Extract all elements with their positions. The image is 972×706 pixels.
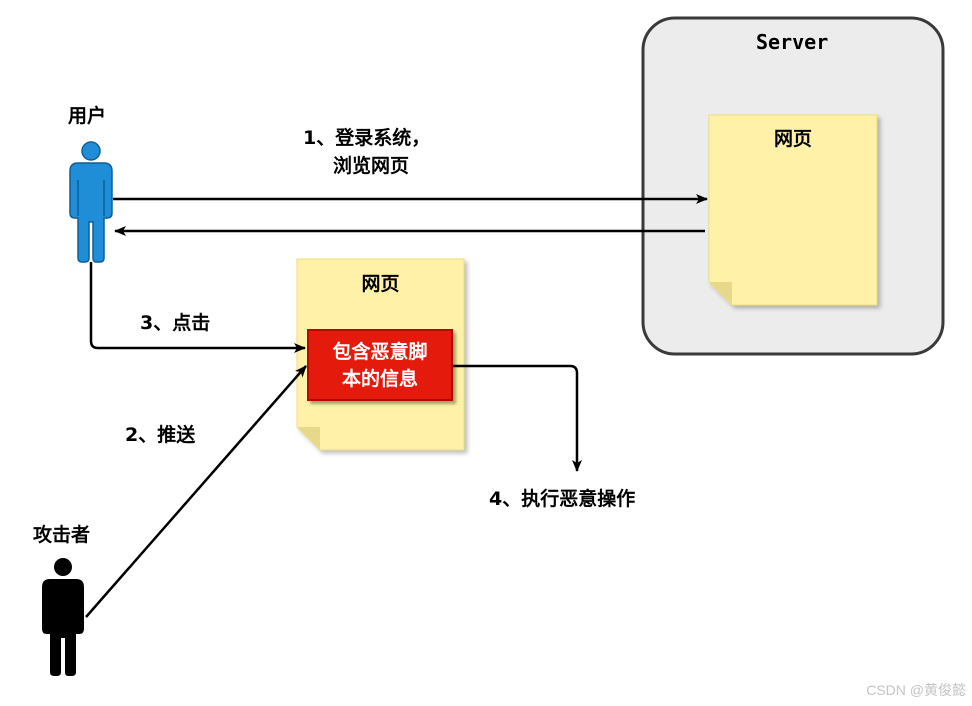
user-icon (69, 141, 113, 263)
arrow-execute (453, 364, 582, 472)
step1-label-line1: 1、登录系统， (303, 127, 431, 149)
server-page-title: 网页 (773, 128, 812, 150)
step3-label: 3、点击 (140, 312, 211, 334)
step1-label-line2: 浏览网页 (333, 155, 410, 177)
user-label: 用户 (68, 105, 107, 127)
malicious-page-title: 网页 (361, 273, 400, 295)
attacker-label: 攻击者 (33, 524, 91, 546)
server-page-note (708, 114, 878, 306)
server-title: Server (756, 30, 829, 54)
step4-label: 4、执行恶意操作 (489, 488, 636, 510)
arrow-user-click (89, 262, 306, 353)
malicious-script-box: 包含恶意脚 本的信息 (307, 329, 453, 401)
arrow-attacker-push (85, 365, 307, 618)
watermark: CSDN @黄俊懿 (866, 682, 966, 698)
step2-label: 2、推送 (125, 424, 196, 446)
malicious-script-line1: 包含恶意脚 (332, 341, 428, 363)
malicious-script-line2: 本的信息 (341, 368, 418, 390)
attacker-icon (42, 558, 84, 676)
